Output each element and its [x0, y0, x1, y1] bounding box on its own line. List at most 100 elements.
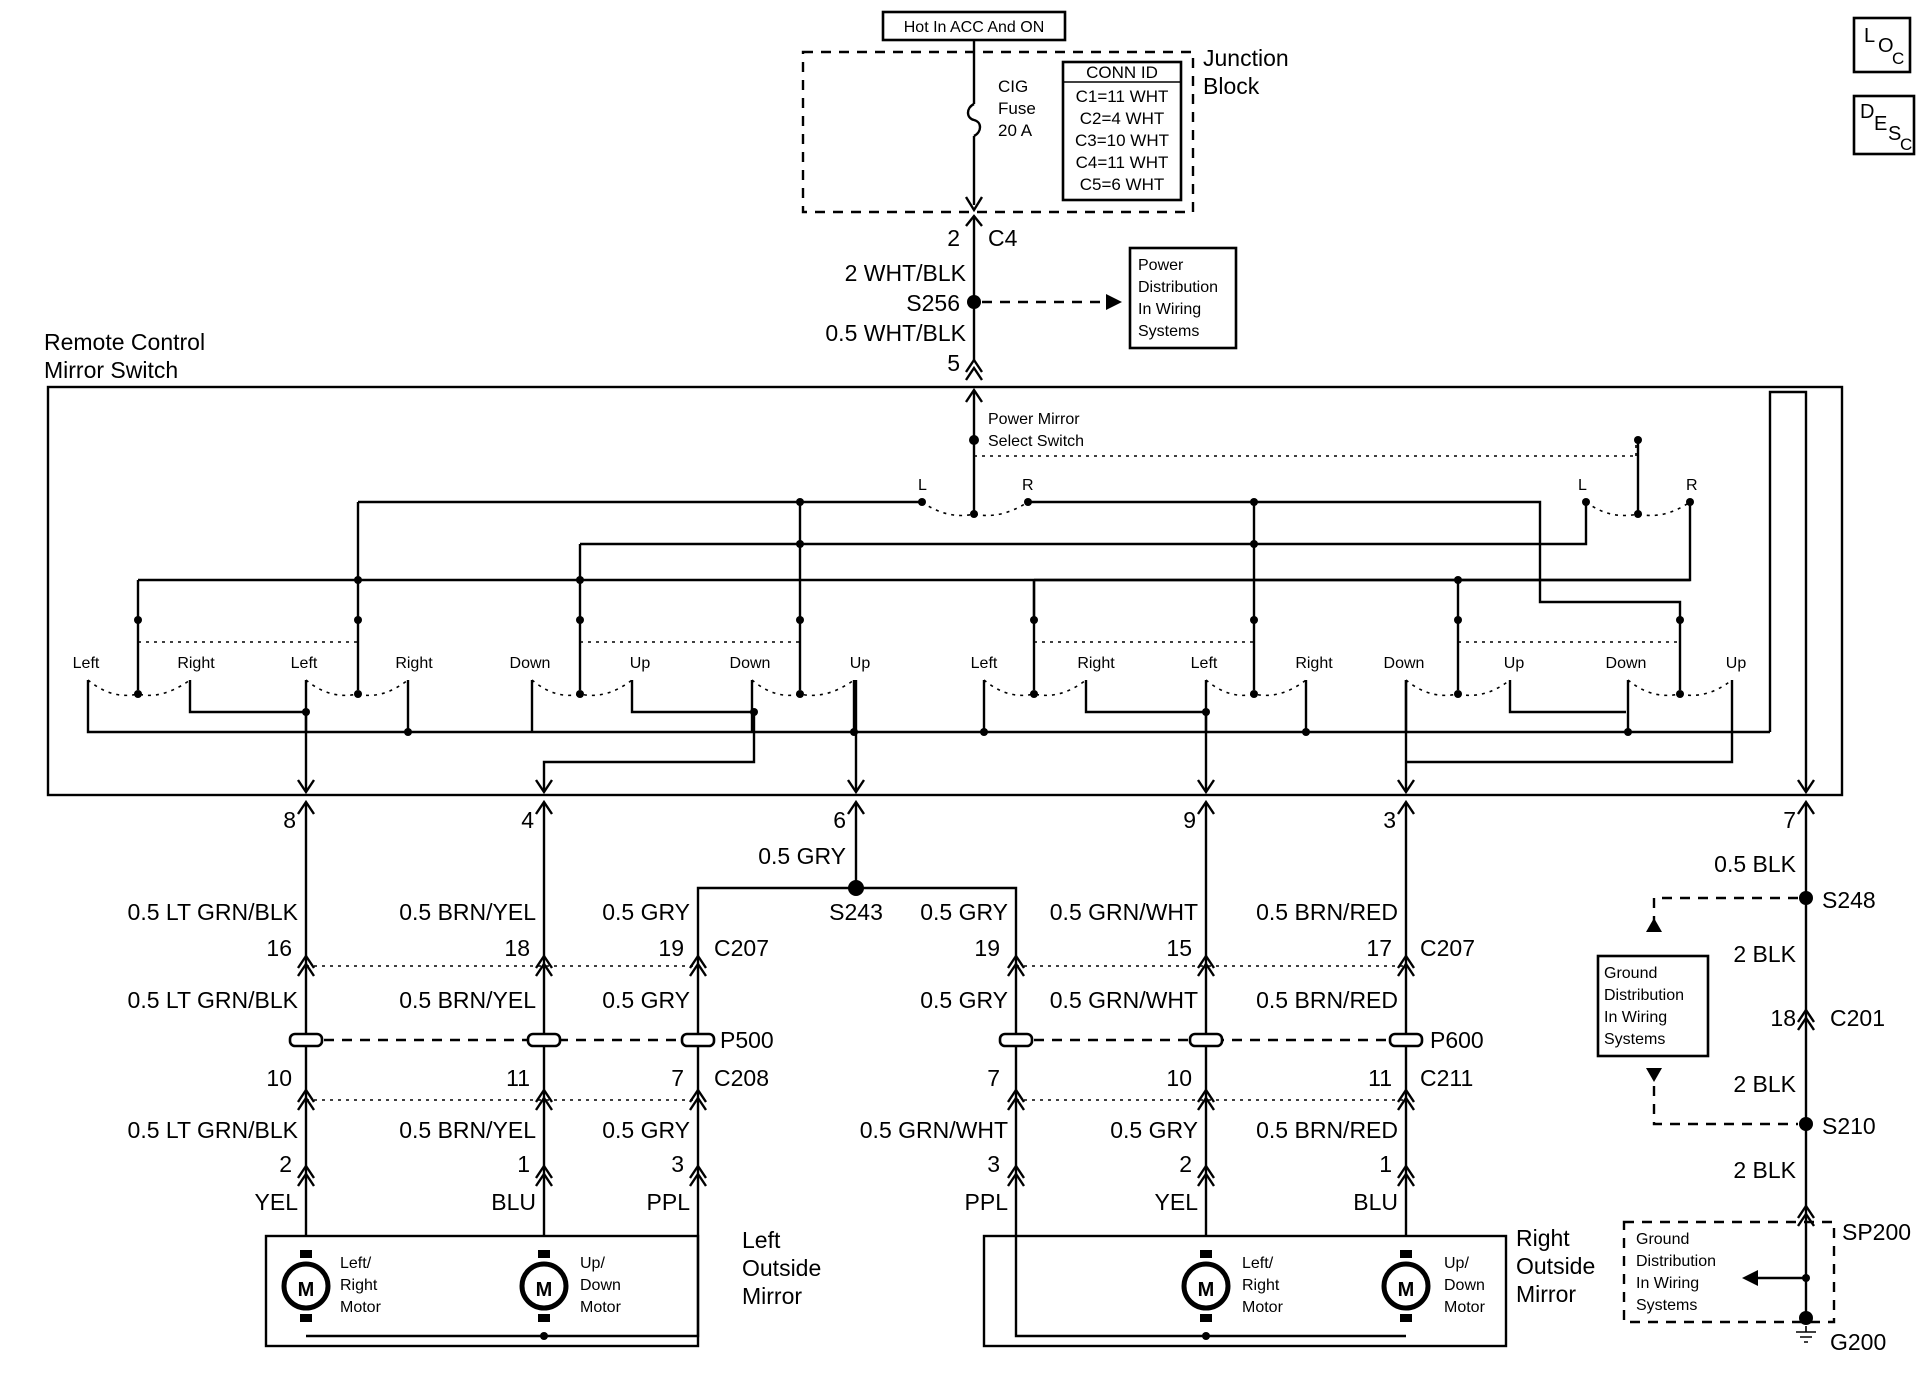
c207-pin: 15 [1166, 935, 1192, 961]
select-left-r: R [1022, 477, 1034, 494]
ground-distribution-box [1596, 954, 1710, 1058]
c211-wire: 0.5 BRN/RED [1256, 1117, 1398, 1143]
select-right-l: L [1578, 477, 1587, 494]
motor-label: Motor [340, 1299, 382, 1316]
select-left-l: L [918, 477, 927, 494]
mirror-wire-color: BLU [1353, 1189, 1398, 1215]
svg-text:E: E [1874, 113, 1887, 135]
ground-g200-icon [1799, 1311, 1813, 1325]
mirror-wire-color: YEL [1155, 1189, 1199, 1215]
contact-label: Down [510, 655, 551, 672]
c207-pin: 18 [504, 935, 530, 961]
c207-left-wire: 0.5 GRY [602, 899, 690, 925]
ground-dist-line: Distribution [1604, 987, 1684, 1004]
motor-label: Right [1242, 1277, 1280, 1294]
contact-label: Left [971, 655, 998, 672]
p600-wire: 0.5 BRN/RED [1256, 987, 1398, 1013]
power-dist-line: In Wiring [1138, 301, 1201, 318]
svg-text:C: C [1892, 49, 1904, 68]
motor-label: Motor [1444, 1299, 1486, 1316]
remote-control-mirror-switch: Remote Control Mirror Switch Power Mirro… [44, 329, 1844, 797]
contact-label: Up [1726, 655, 1747, 672]
contact-label: Right [177, 655, 215, 672]
motor-label: Down [1444, 1277, 1485, 1294]
ground-wire: 2 BLK [1733, 1071, 1796, 1097]
mirror-pin: 2 [1179, 1151, 1192, 1177]
mirror-wire-color: BLU [491, 1189, 536, 1215]
motor-label: Right [340, 1277, 378, 1294]
c207-right-wire: 0.5 GRY [920, 899, 1008, 925]
pin-9: 9 [1183, 807, 1196, 833]
p600-wire: 0.5 GRN/WHT [1050, 987, 1198, 1013]
c207-pin: 17 [1366, 935, 1392, 961]
power-distribution-box [1128, 246, 1238, 350]
contact-label: Left [291, 655, 318, 672]
conn-id-row: C3=10 WHT [1075, 131, 1169, 150]
splice-s248 [1799, 891, 1813, 905]
switch-title-2: Mirror Switch [44, 357, 178, 383]
motor-icon: M [281, 1250, 331, 1322]
conn-id-row: C1=11 WHT [1076, 87, 1169, 106]
p500-connector-icon [288, 1032, 716, 1048]
ground-wire: 2 BLK [1733, 1157, 1796, 1183]
motor-label: Motor [580, 1299, 622, 1316]
p600-label: P600 [1430, 1027, 1484, 1053]
svg-text:D: D [1860, 101, 1874, 123]
c207-right-wire: 0.5 GRN/WHT [1050, 899, 1198, 925]
motor-label: Left/ [1242, 1255, 1274, 1272]
left-mirror-title: Outside [742, 1255, 821, 1281]
ground-dist-line: Ground [1604, 965, 1657, 982]
s256-label: S256 [906, 290, 960, 316]
select-right-r: R [1686, 477, 1698, 494]
c208-wire: 0.5 LT GRN/BLK [128, 1117, 299, 1143]
mirror-pin: 1 [1379, 1151, 1392, 1177]
c207-pin: 16 [266, 935, 292, 961]
c207-left-wire: 0.5 LT GRN/BLK [128, 899, 299, 925]
left-outside-mirror: Left Outside Mirror M M Left/ Right Moto… [264, 1227, 821, 1348]
c211-label: C211 [1420, 1065, 1473, 1091]
pin-3: 3 [1383, 807, 1396, 833]
c208-pin: 10 [266, 1065, 292, 1091]
c207-right-wire: 0.5 BRN/RED [1256, 899, 1398, 925]
contact-label: Right [1077, 655, 1115, 672]
power-dist-line: Distribution [1138, 279, 1218, 296]
motor-label: Down [580, 1277, 621, 1294]
motor-icon: M [1181, 1250, 1231, 1322]
motor-label: Up/ [580, 1255, 605, 1272]
mirror-pin: 3 [671, 1151, 684, 1177]
c201-pin: 18 [1770, 1005, 1796, 1031]
motor-letter: M [1198, 1279, 1215, 1301]
conn-id-table [1061, 60, 1183, 202]
motor-letter: M [298, 1279, 315, 1301]
mirror-pin: 2 [279, 1151, 292, 1177]
select-switch-label-2: Select Switch [988, 433, 1084, 450]
select-switch-label-1: Power Mirror [988, 411, 1080, 428]
feed-circuit: 2 C4 2 WHT/BLK S256 0.5 WHT/BLK 5 Power … [825, 214, 1238, 381]
c4-label: C4 [988, 225, 1018, 251]
c211-pin: 7 [987, 1065, 1000, 1091]
right-mirror-title: Right [1516, 1225, 1570, 1251]
c201-label: C201 [1830, 1005, 1885, 1031]
motor-label: Up/ [1444, 1255, 1469, 1272]
pin-6: 6 [833, 807, 846, 833]
contact-label: Left [1191, 655, 1218, 672]
motor-icon: M [1381, 1250, 1431, 1322]
ground-dist2-line: Ground [1636, 1231, 1689, 1248]
p500-wire: 0.5 GRY [602, 987, 690, 1013]
loc-icon[interactable]: L O C [1852, 16, 1912, 74]
motor-letter: M [536, 1279, 553, 1301]
right-mirror-title: Mirror [1516, 1281, 1576, 1307]
contact-label: Up [1504, 655, 1525, 672]
svg-text:S: S [1888, 123, 1901, 145]
fuse-label-2: Fuse [998, 99, 1036, 118]
conn-id-row: C2=4 WHT [1080, 109, 1165, 128]
svg-text:L: L [1864, 25, 1875, 47]
c207-pin: 19 [658, 935, 684, 961]
left-mirror-title: Mirror [742, 1283, 802, 1309]
right-outside-mirror: Right Outside Mirror M M Left/ Right Mot… [982, 1225, 1595, 1348]
desc-icon[interactable]: D E S C [1852, 94, 1916, 156]
splice-s256 [967, 295, 981, 309]
fuse-label-3: 20 A [998, 121, 1033, 140]
mirror-pin: 3 [987, 1151, 1000, 1177]
